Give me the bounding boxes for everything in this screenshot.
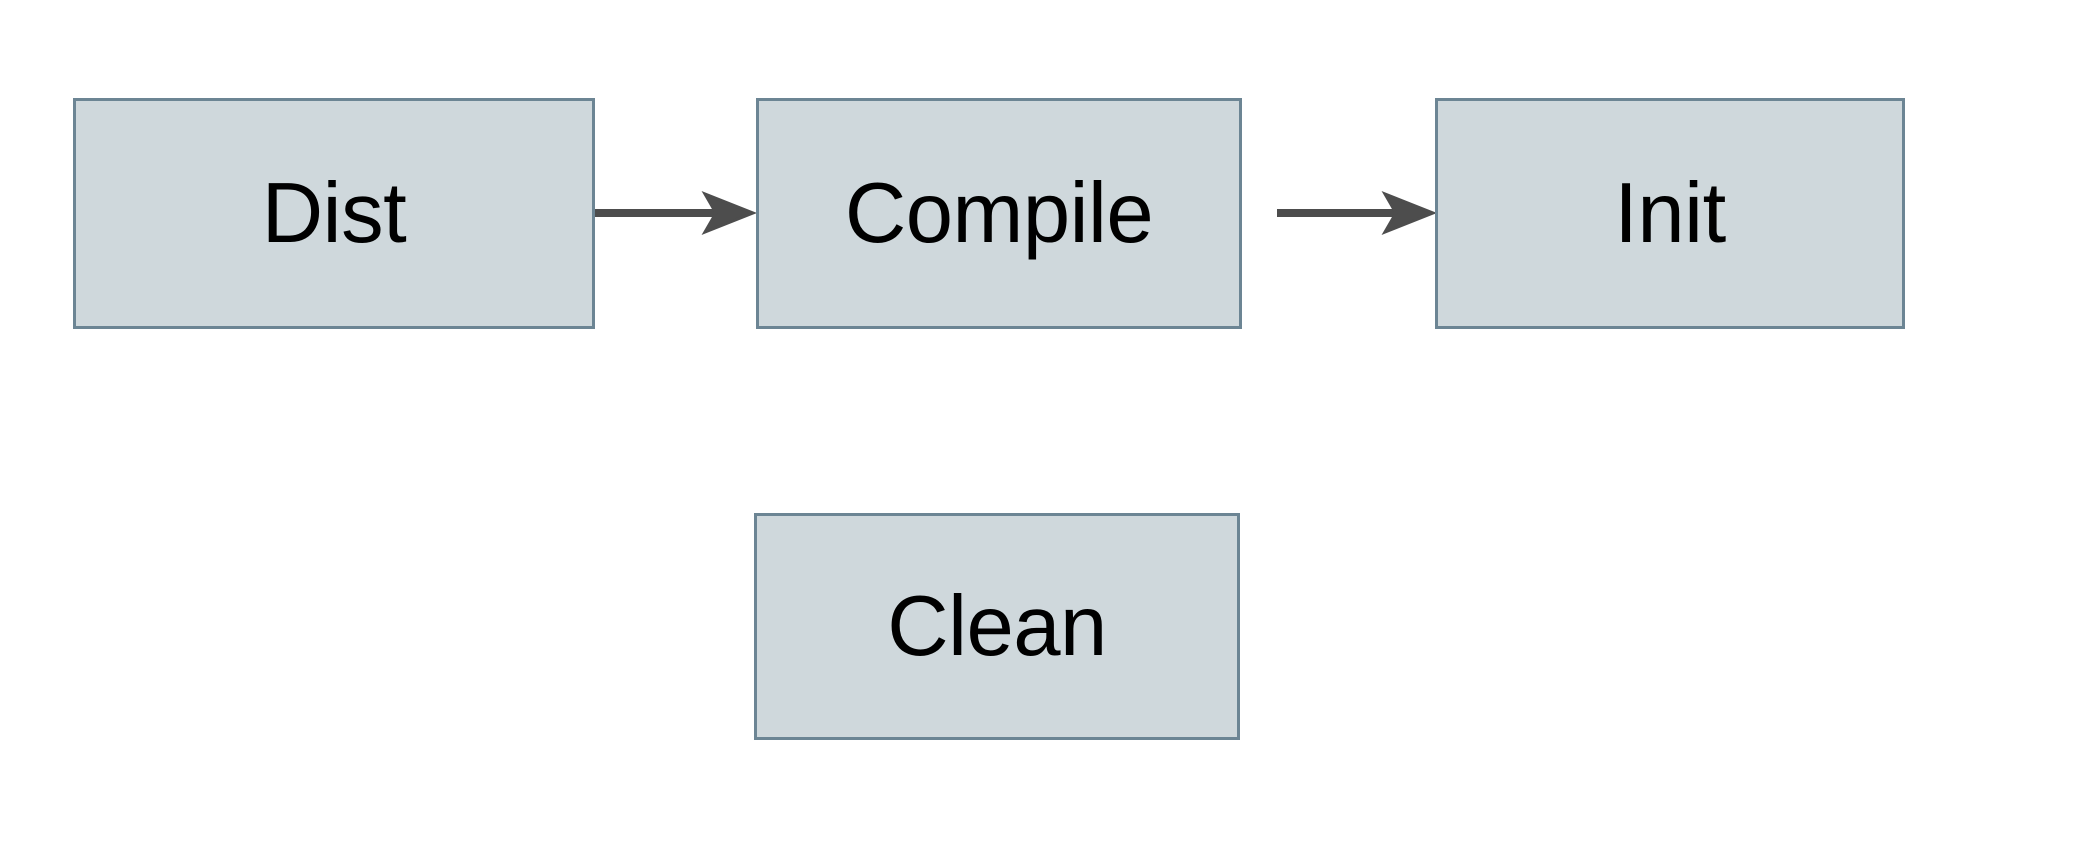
node-compile[interactable]: Compile <box>756 98 1242 329</box>
edge-dist-to-compile-arrowhead <box>701 191 758 235</box>
node-dist-label: Dist <box>261 166 407 261</box>
node-clean-label: Clean <box>887 579 1107 674</box>
node-compile-label: Compile <box>844 166 1154 261</box>
node-init-label: Init <box>1614 166 1726 261</box>
node-clean[interactable]: Clean <box>754 513 1240 740</box>
edge-compile-to-init-arrowhead <box>1381 191 1438 235</box>
node-init[interactable]: Init <box>1435 98 1905 329</box>
edge-dist-to-compile[interactable] <box>595 191 758 235</box>
node-dist[interactable]: Dist <box>73 98 595 329</box>
edge-compile-to-init[interactable] <box>1277 191 1438 235</box>
